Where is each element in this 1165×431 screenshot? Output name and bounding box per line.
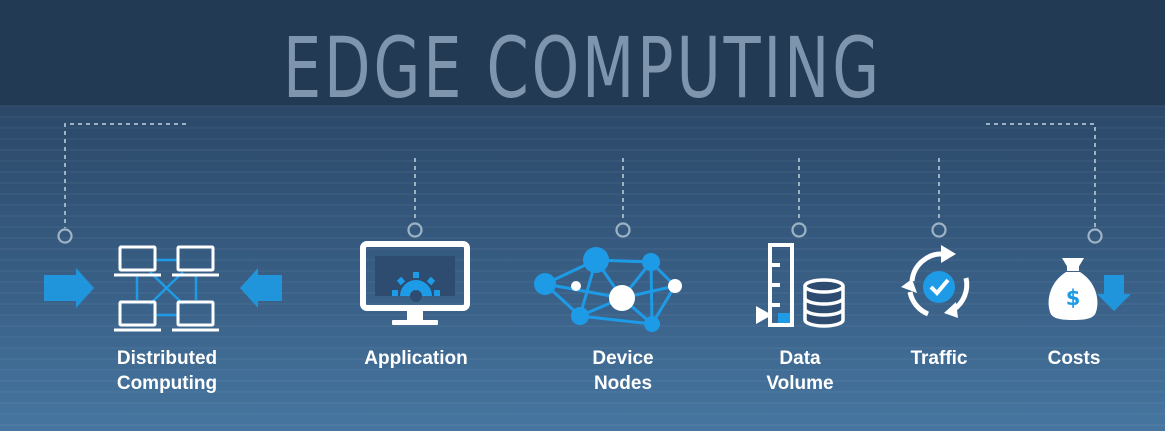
connector-distributed bbox=[64, 123, 186, 228]
cycle-check-icon bbox=[901, 245, 970, 318]
connector-dot bbox=[1087, 228, 1103, 244]
label-line: Nodes bbox=[593, 373, 653, 394]
connector-dot bbox=[57, 228, 73, 244]
database-volume-icon bbox=[756, 243, 845, 328]
connector-dot bbox=[407, 222, 423, 238]
connector-dot bbox=[615, 222, 631, 238]
label-costs: Costs bbox=[984, 346, 1164, 371]
label-device-nodes: Device Nodes bbox=[533, 346, 713, 396]
inbound-arrow-left-icon bbox=[44, 268, 94, 308]
monitor-gear-icon bbox=[360, 241, 470, 325]
label-line: Application bbox=[364, 348, 468, 369]
connector-dot bbox=[791, 222, 807, 238]
label-application: Application bbox=[326, 346, 506, 371]
money-bag-icon: $ bbox=[1048, 258, 1131, 320]
node-network-icon bbox=[534, 247, 682, 332]
connectors bbox=[64, 123, 1096, 228]
label-line: Data bbox=[779, 348, 821, 369]
inbound-arrow-right-icon bbox=[240, 268, 282, 308]
label-distributed-computing: Distributed Computing bbox=[77, 346, 257, 396]
label-line: Volume bbox=[766, 373, 834, 394]
label-line: Device bbox=[592, 348, 654, 369]
dollar-sign-icon: $ bbox=[1066, 286, 1081, 310]
label-line: Computing bbox=[116, 373, 218, 394]
label-traffic: Traffic bbox=[849, 346, 1029, 371]
label-line: Distributed bbox=[116, 348, 218, 369]
label-line: Traffic bbox=[910, 348, 968, 369]
label-line: Costs bbox=[1047, 348, 1101, 369]
label-data-volume: Data Volume bbox=[710, 346, 890, 396]
page-title: EDGE COMPUTING bbox=[282, 19, 883, 117]
connector-costs bbox=[986, 123, 1096, 228]
down-arrow-icon bbox=[1097, 275, 1131, 311]
distributed-network-icon bbox=[44, 245, 282, 332]
connector-dot bbox=[931, 222, 947, 238]
connector-dots bbox=[57, 222, 1103, 244]
